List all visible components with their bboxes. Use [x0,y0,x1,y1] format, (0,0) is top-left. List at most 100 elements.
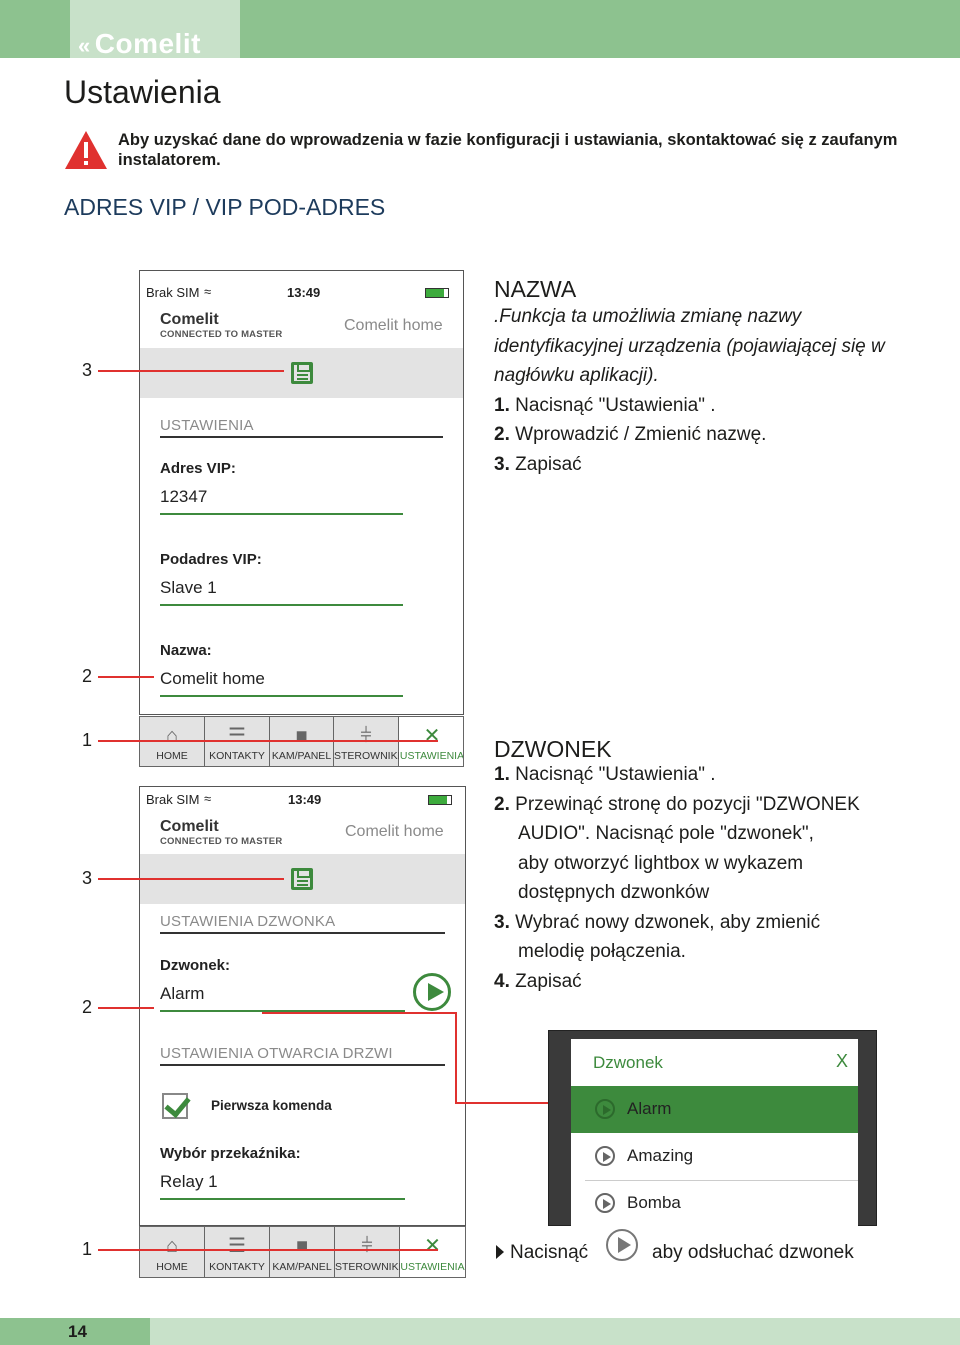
dzwonek-step-2: 2. Przewinąć stronę do pozycji "DZWONEK [494,793,860,815]
section-divider [160,1064,445,1066]
nazwa-body: .Funkcja ta umożliwia zmianę nazwy ident… [494,302,914,479]
note-text-before: Nacisnąć [510,1242,589,1263]
save-icon[interactable] [291,362,313,384]
tools-icon: ✕ [423,725,441,747]
footer-bar [0,1318,960,1345]
dzwonek-step-1: 1. Nacisnąć "Ustawienia" . [494,764,716,785]
contacts-icon: ☰ [228,725,246,747]
tab-home[interactable]: ⌂HOME [140,1227,205,1277]
ringtone-section-title: USTAWIENIA DZWONKA [160,913,336,930]
callout-3: 3 [82,360,93,380]
comelit-logo: «Comelit [78,28,201,59]
camera-icon: ■ [295,725,308,747]
nazwa-description: .Funkcja ta umożliwia zmianę nazwy ident… [494,306,885,386]
callout-3: 3 [82,868,93,888]
field-underline [160,513,403,515]
play-icon[interactable] [595,1193,615,1213]
field-underline [160,1010,405,1012]
camera-icon: ■ [295,1235,309,1257]
ringtone-option[interactable]: Bomba [571,1180,858,1227]
nazwa-step-1: 1. Nacisnąć "Ustawienia" . [494,394,716,416]
ringtone-option[interactable]: Amazing [571,1133,858,1180]
section-title: ADRES VIP / VIP POD-ADRES [64,194,386,220]
section-divider [160,932,445,934]
status-time: 13:49 [287,285,321,300]
status-time: 13:49 [288,792,322,807]
home-icon: ⌂ [165,725,179,747]
contacts-icon: ☰ [228,1235,246,1257]
callout-line [98,1007,154,1009]
settings-section-title: USTAWIENIA [160,417,254,434]
play-icon[interactable] [595,1099,615,1119]
save-icon[interactable] [291,868,313,890]
section-divider [160,436,443,438]
callout-2: 2 [82,997,93,1017]
toolbar [140,348,463,398]
play-icon[interactable] [413,973,451,1011]
callout-line [98,740,438,742]
logo-box [70,0,240,58]
nazwa-heading: NAZWA [494,276,577,302]
home-icon: ⌂ [165,1235,179,1257]
first-command-checkbox[interactable] [162,1093,188,1119]
callout-2: 2 [82,666,93,686]
home-name-header: Comelit home [344,317,443,334]
nazwa-step-3: 3. Zapisać [494,453,582,475]
tab-settings[interactable]: ✕USTAWIENIA [400,1227,465,1277]
sliders-icon: ⫩ [361,1235,373,1257]
bullet-arrow-icon [496,1245,504,1259]
dzwonek-step-3: 3. Wybrać nowy dzwonek, aby zmienić [494,911,821,933]
warning-text: Aby uzyskać dane do wprowadzenia w fazie… [118,131,898,169]
nazwa-step-2: 2. Wprowadzić / Zmienić nazwę. [494,424,767,445]
lightbox-panel: Dzwonek X Alarm Amazing Bomba [571,1039,858,1227]
tools-icon: ✕ [424,1235,441,1257]
first-command-label: Pierwsza komenda [211,1098,332,1113]
note-text-after: aby odsłuchać dzwonek [652,1242,854,1263]
ringtone-lightbox: Dzwonek X Alarm Amazing Bomba [548,1030,877,1227]
page-title: Ustawienia [64,74,221,110]
status-carrier: Brak SIM [146,792,200,807]
tab-bar: ⌂HOME ☰KONTAKTY ■KAM/PANEL ⫩STEROWNIKI ✕… [139,1226,466,1278]
relay-field[interactable]: Relay 1 [160,1172,218,1191]
vip-subaddress-field[interactable]: Slave 1 [160,578,217,597]
ringtone-label: Dzwonek: [160,957,231,974]
divider [585,1180,858,1181]
tab-contacts[interactable]: ☰KONTAKTY [205,1227,270,1277]
vip-address-label: Adres VIP: [160,460,236,477]
field-underline [160,695,403,697]
connector-line [455,1102,573,1104]
relay-label: Wybór przekaźnika: [160,1145,301,1162]
callout-line [98,676,154,678]
close-icon[interactable]: X [835,1051,848,1071]
connector-line [455,1012,457,1104]
wifi-icon: ≈ [204,284,212,299]
field-underline [160,1198,405,1200]
page-number-box: 14 [0,1318,150,1345]
home-name-header: Comelit home [345,823,444,840]
status-carrier: Brak SIM [146,285,200,300]
dzwonek-step-4: 4. Zapisać [494,970,582,992]
battery-icon [428,795,452,805]
play-icon[interactable] [595,1146,615,1166]
play-icon [606,1229,638,1261]
callout-line [98,370,284,372]
ringtone-option[interactable]: Alarm [571,1086,858,1133]
name-field[interactable]: Comelit home [160,669,265,688]
callout-1: 1 [82,1239,93,1259]
dzwonek-heading: DZWONEK [494,736,612,762]
wifi-icon: ≈ [204,791,212,806]
vip-address-field[interactable]: 12347 [160,487,208,506]
lightbox-title: Dzwonek [593,1053,663,1072]
tab-camera[interactable]: ■KAM/PANEL [270,1227,335,1277]
warning-icon [65,131,107,169]
ringtone-field[interactable]: Alarm [160,984,205,1003]
dzwonek-body: 1. Nacisnąć "Ustawienia" . 2. Przewinąć … [494,760,924,996]
name-label: Nazwa: [160,642,212,659]
callout-line [98,878,284,880]
tab-controls[interactable]: ⫩STEROWNIKI [335,1227,402,1277]
field-underline [160,604,403,606]
page-number: 14 [68,1322,87,1341]
